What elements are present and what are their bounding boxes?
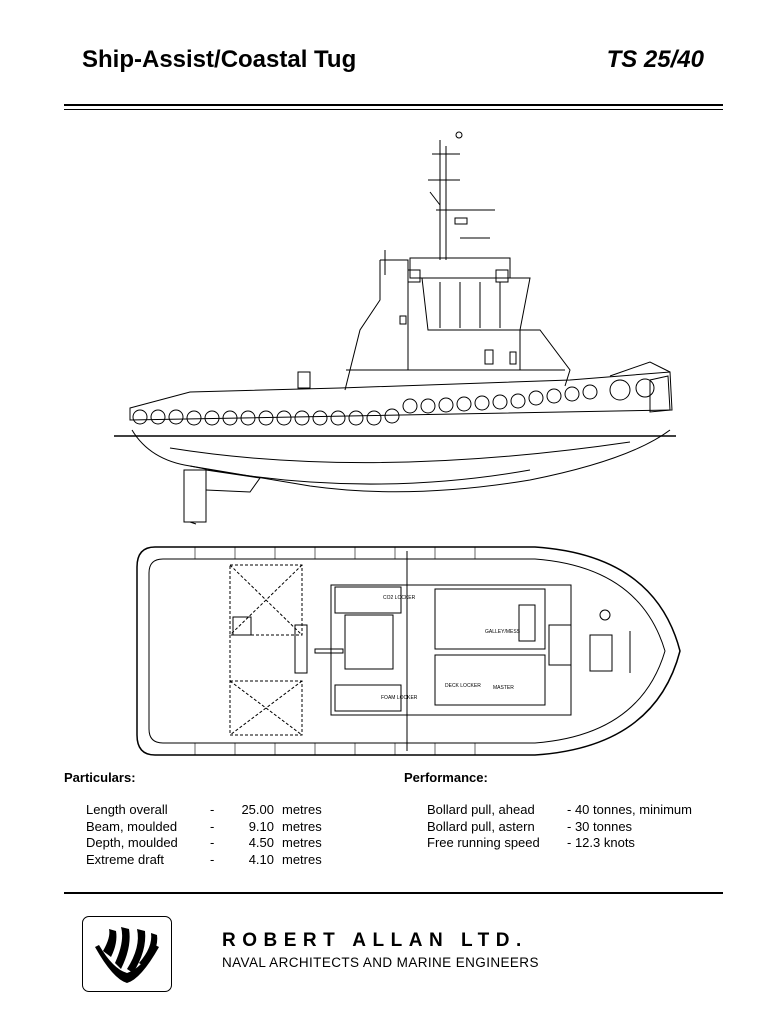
performance-row: Free running speed - 12.3 knots bbox=[427, 835, 692, 852]
particulars-heading: Particulars: bbox=[64, 770, 136, 785]
performance-value: - 40 tonnes, minimum bbox=[567, 802, 692, 817]
fender-row-icon bbox=[132, 378, 655, 426]
performance-row: Bollard pull, astern - 30 tonnes bbox=[427, 819, 692, 836]
particular-row: Beam, moulded - 9.10 metres bbox=[86, 819, 322, 836]
co2-locker-label: CO2 LOCKER bbox=[383, 595, 416, 601]
particular-label: Beam, moulded bbox=[86, 818, 178, 834]
particular-value: 9.10 bbox=[248, 818, 274, 834]
windlass-icon bbox=[589, 634, 613, 672]
logo-emblem-icon bbox=[95, 927, 159, 983]
performance-table: Bollard pull, ahead - 40 tonnes, minimum… bbox=[427, 802, 692, 852]
particular-label: Length overall bbox=[86, 802, 168, 817]
towing-bitt-icon bbox=[294, 624, 308, 674]
performance-value: - 30 tonnes bbox=[567, 818, 633, 834]
profile-drawing bbox=[114, 131, 676, 525]
mast-icon bbox=[428, 131, 495, 260]
company-logo bbox=[82, 916, 172, 992]
footer-rule bbox=[64, 892, 723, 894]
foam-locker-label: FOAM LOCKER bbox=[381, 695, 418, 701]
design-code: TS 25/40 bbox=[606, 46, 704, 73]
company-name: ROBERT ALLAN LTD. bbox=[222, 930, 528, 951]
performance-heading: Performance: bbox=[404, 770, 488, 785]
performance-label: Bollard pull, ahead bbox=[427, 802, 535, 817]
rudder-icon bbox=[183, 469, 261, 525]
deck-hatch-icon bbox=[229, 564, 303, 736]
particular-dash: - bbox=[210, 851, 215, 867]
superstructure-icon bbox=[297, 250, 571, 391]
hull-outline-icon bbox=[136, 546, 681, 756]
particulars-table: Length overall - 25.00 metres Beam, moul… bbox=[86, 802, 322, 868]
capstan-icon bbox=[232, 616, 252, 636]
particular-value: 4.10 bbox=[248, 851, 274, 867]
performance-value: - 12.3 knots bbox=[567, 835, 635, 850]
company-tagline: NAVAL ARCHITECTS AND MARINE ENGINEERS bbox=[222, 955, 539, 970]
particular-unit: metres bbox=[282, 851, 322, 867]
galley-mess-label: GALLEY/MESS bbox=[485, 629, 521, 635]
header-rule-top bbox=[64, 104, 723, 106]
deck-locker-label: DECK LOCKER bbox=[445, 683, 481, 689]
performance-row: Bollard pull, ahead - 40 tonnes, minimum bbox=[427, 802, 692, 819]
particular-unit: metres bbox=[282, 802, 322, 817]
performance-label: Free running speed bbox=[427, 835, 540, 850]
plan-drawing: CO2 LOCKER FOAM LOCKER GALLEY/MESS DECK … bbox=[136, 546, 681, 756]
particular-label: Depth, moulded bbox=[86, 835, 178, 850]
particular-unit: metres bbox=[282, 835, 322, 850]
particular-dash: - bbox=[210, 818, 215, 834]
particular-label: Extreme draft bbox=[86, 851, 165, 867]
header-rule-bottom bbox=[64, 109, 723, 110]
hull-icon bbox=[131, 429, 671, 493]
particular-value: 4.50 bbox=[248, 835, 274, 850]
particular-row: Length overall - 25.00 metres bbox=[86, 802, 322, 819]
bulwark-icon bbox=[129, 371, 673, 421]
master-label: MASTER bbox=[493, 685, 514, 691]
particular-row: Depth, moulded - 4.50 metres bbox=[86, 835, 322, 852]
particular-value: 25.00 bbox=[241, 802, 274, 817]
wheelhouse-icon bbox=[407, 257, 531, 331]
particular-unit: metres bbox=[282, 818, 322, 834]
particular-dash: - bbox=[210, 835, 215, 850]
performance-label: Bollard pull, astern bbox=[427, 818, 535, 834]
particular-dash: - bbox=[210, 802, 215, 817]
bow-fender-icon bbox=[649, 375, 671, 413]
page-title: Ship-Assist/Coastal Tug bbox=[82, 46, 357, 73]
particular-row: Extreme draft - 4.10 metres bbox=[86, 852, 322, 869]
